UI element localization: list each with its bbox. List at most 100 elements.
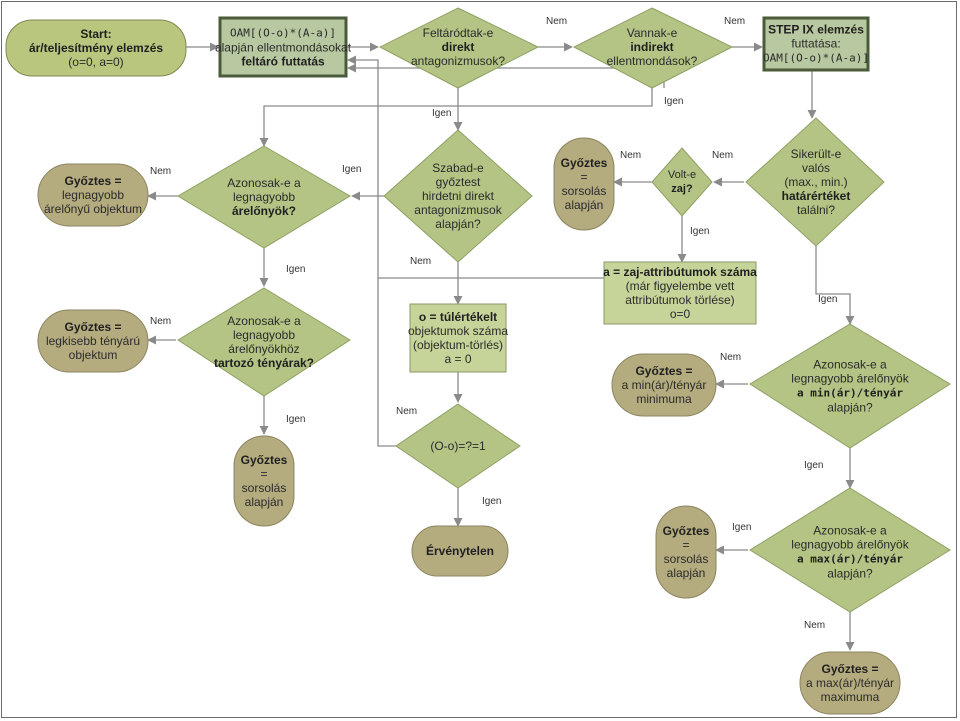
win-max-label: Győztes = a max(ár)/tényár maximuma	[806, 662, 894, 704]
step9-box	[762, 16, 870, 72]
q-indirect-diamond	[572, 7, 734, 89]
edge-label-qfact-no: Nem	[150, 316, 172, 327]
win-best-adv-line-3: árelőnyű objektum	[43, 202, 143, 216]
edge-label-qmax-no-bottom: Nem	[804, 620, 826, 631]
q-max-line-4: alapján?	[827, 566, 873, 581]
start-node	[5, 19, 187, 77]
q-oo-line-1: (O-o)=?=1	[430, 439, 486, 453]
win-lottery3-line-3: sorsolás	[663, 552, 709, 566]
q-max-line-3: a max(ár)/tényár	[797, 552, 903, 566]
start-line-1: Start:	[80, 27, 112, 41]
q-min-line-4: alapján?	[827, 400, 873, 415]
q-same-best-label: Azonosak-e a legnagyobb árelőnyök?	[227, 176, 300, 218]
edge-label-qmin-no: Nem	[720, 352, 742, 363]
overvalued-line-1: o = túlértékelt	[418, 310, 498, 324]
edge-label-qmax-yes-left: Igen	[732, 522, 752, 533]
win-min-node	[611, 353, 717, 417]
q-same-fact-line-4: tartozó tényárak?	[213, 356, 315, 370]
step9-label: STEP IX elemzés futtatása: OAM[(O-o)*(A-…	[763, 23, 869, 66]
q-limits-line-5: találni?	[796, 203, 836, 217]
q-max-label: Azonosak-e a legnagyobb árelőnyök a max(…	[791, 524, 908, 581]
win-lottery3-node	[655, 505, 717, 599]
step9-line-3: OAM[(O-o)*(A-a)]	[763, 51, 869, 65]
q-direct-antag-line-2: direkt	[441, 40, 475, 54]
win-lottery1-line-2: =	[260, 467, 268, 481]
win-max-line-1: Győztes =	[821, 662, 879, 676]
q-same-best-line-2: legnagyobb	[232, 190, 296, 204]
q-same-fact-line-2: legnagyobb	[232, 328, 296, 342]
edge-label-qmin-yes: Igen	[804, 460, 824, 471]
noise-attr-box	[603, 261, 757, 325]
q-free-winner-line-4: antagonizmusok	[414, 203, 502, 217]
q-direct-antag-diamond	[378, 7, 540, 89]
edge-label-qdirect-yes: Igen	[432, 108, 452, 119]
invalid-node	[411, 525, 509, 577]
win-max-node	[799, 651, 901, 715]
edge-label-qsame-no: Nem	[150, 166, 172, 177]
edge-label-qindirect-yes: Igen	[664, 96, 684, 107]
edge-label-qsame-yes: Igen	[286, 264, 306, 275]
q-min-line-3: a min(ár)/tényár	[797, 386, 903, 400]
win-max-line-3: maximuma	[820, 690, 880, 704]
q-noise-label: Volt-e zaj?	[668, 168, 696, 196]
win-best-adv-line-2: legnagyobb	[61, 188, 125, 202]
step9-line-2: futtatása:	[791, 36, 841, 51]
win-min-line-3: minimuma	[636, 392, 692, 406]
q-free-winner-line-1: Szabad-e	[432, 161, 484, 175]
win-lottery-noise-label: Győztes = sorsolás alapján	[561, 156, 608, 212]
q-limits-line-4: határértéket	[781, 189, 851, 203]
overvalued-line-3: (objektum-törlés)	[412, 338, 504, 352]
start-line-2: ár/teljesítmény elemzés	[28, 41, 164, 55]
start-line-3: (o=0, a=0)	[68, 55, 124, 69]
noise-attr-line-1: a = zaj-attribútumok száma	[603, 265, 757, 279]
q-direct-antag-label: Feltáródtak-e direkt antagonizmusok?	[411, 26, 505, 68]
start-label: Start: ár/teljesítmény elemzés (o=0, a=0…	[29, 27, 163, 69]
q-free-winner-line-5: alapján?	[435, 217, 481, 231]
win-lottery3-line-1: Győztes	[662, 524, 710, 538]
noise-attr-line-4: o=0	[669, 307, 691, 321]
edge-label-qoo-no: Nem	[396, 406, 418, 417]
edge-qlimits-yes	[815, 246, 855, 325]
win-lottery1-line-1: Győztes	[240, 453, 288, 467]
edge-label-qlimits-yes: Igen	[818, 294, 838, 305]
win-min-line-1: Győztes =	[635, 364, 693, 378]
edge-label-qoo-yes: Igen	[482, 496, 502, 507]
q-free-winner-label: Szabad-e győztest hirdetni direkt antago…	[414, 161, 501, 231]
edge-label-qindirect-no: Nem	[724, 16, 746, 27]
q-same-fact-label: Azonosak-e a legnagyobb árelőnyökhöz tar…	[214, 314, 314, 370]
overvalued-line-2: objektumok száma	[407, 324, 509, 338]
connectors	[147, 42, 855, 651]
q-limits-line-3: (max., min.)	[784, 175, 848, 189]
win-smallest-line-2: legkisebb tényárú	[45, 334, 141, 348]
q-free-winner-line-3: hirdetni direkt	[421, 189, 495, 203]
q-same-best-diamond	[177, 145, 351, 249]
q-limits-line-2: valós	[801, 161, 831, 175]
q-direct-antag-line-3: antagonizmusok?	[410, 54, 506, 68]
q-max-diamond	[749, 487, 951, 613]
win-best-adv-label: Győztes = legnagyobb árelőnyű objektum	[44, 174, 142, 216]
win-lottery1-node	[233, 435, 295, 527]
q-limits-line-1: Sikerült-e	[790, 147, 842, 161]
q-indirect-line-3: ellentmondások?	[606, 54, 698, 68]
win-smallest-label: Győztes = legkisebb tényárú objektum	[46, 320, 140, 362]
invalid-line-1: Érvénytelen	[425, 544, 495, 558]
edge-label-qfree-yes: Igen	[342, 164, 362, 175]
win-best-adv-line-1: Győztes =	[64, 174, 122, 188]
overvalued-line-4: a = 0	[444, 352, 472, 366]
win-lottery3-line-2: =	[682, 538, 690, 552]
noise-attr-line-3: attribútumok törlése)	[625, 293, 735, 307]
step9-line-1: STEP IX elemzés	[768, 22, 864, 37]
win-lottery1-label: Győztes = sorsolás alapján	[241, 453, 288, 509]
win-lottery-noise-line-2: =	[580, 170, 588, 184]
edge-qoo-no-loop	[347, 55, 396, 447]
win-best-adv-node	[37, 163, 149, 227]
win-lottery3-label: Győztes = sorsolás alapján	[663, 524, 710, 580]
edge-label-qnoise-no: Nem	[620, 150, 642, 161]
oam-run-label: OAM[(O-o)*(A-a)] alapján ellentmondásoka…	[215, 26, 351, 69]
q-limits-diamond	[745, 117, 885, 247]
q-min-label: Azonosak-e a legnagyobb árelőnyök a min(…	[791, 358, 908, 415]
q-direct-antag-line-1: Feltáródtak-e	[422, 26, 494, 40]
q-indirect-label: Vannak-e indirekt ellentmondások?	[607, 26, 698, 68]
q-noise-diamond	[651, 147, 713, 217]
